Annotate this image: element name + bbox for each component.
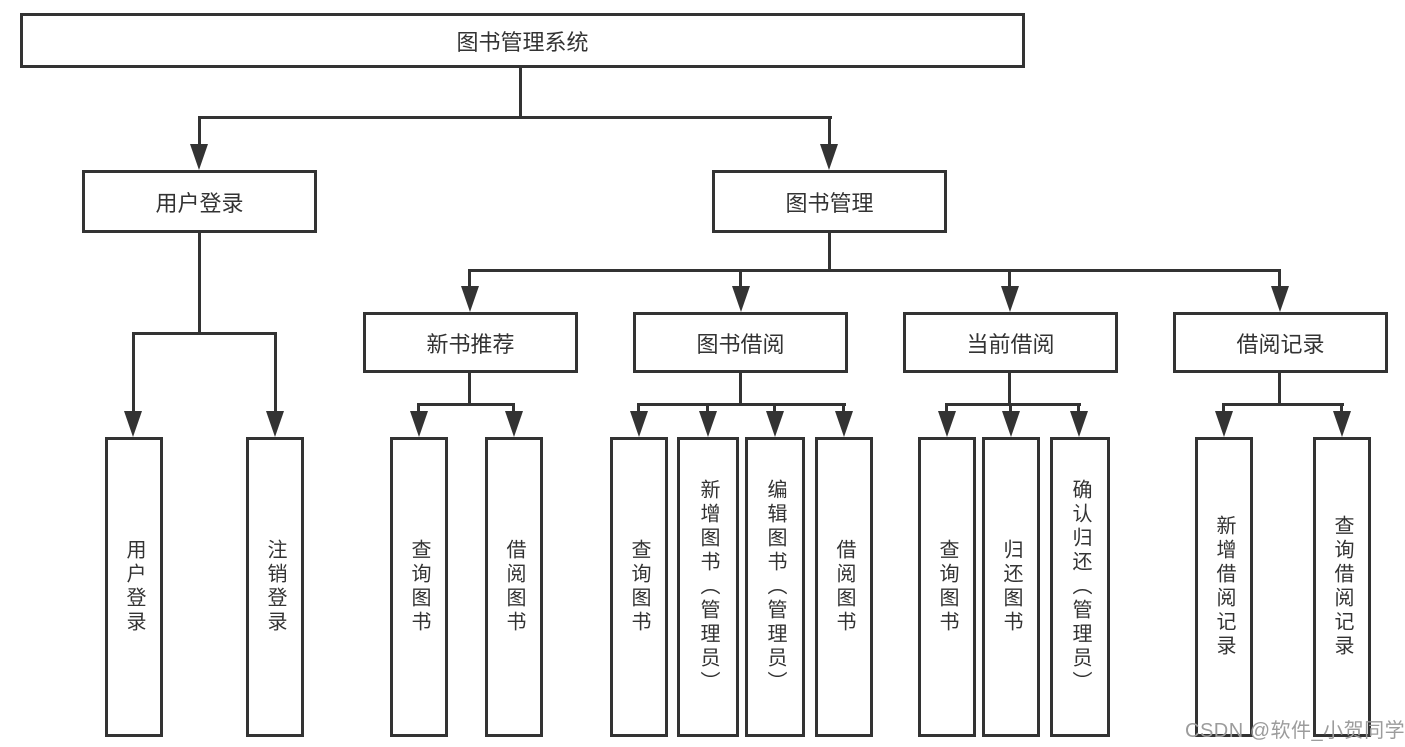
arrow-down-icon (1215, 411, 1233, 437)
arrow-down-icon (732, 286, 750, 312)
leaf-return-books: 归还图书 (982, 437, 1040, 737)
connector-line (417, 403, 515, 406)
connector-line (739, 371, 742, 406)
arrow-down-icon (461, 286, 479, 312)
connector-line (519, 66, 522, 118)
connector-line (828, 116, 831, 146)
arrow-down-icon (124, 411, 142, 437)
leaf-label: 查询图书 (408, 539, 430, 635)
arrow-down-icon (190, 144, 208, 170)
leaf-label: 新增借阅记录 (1213, 515, 1235, 659)
csdn-watermark: CSDN @软件_小贺同学 (1185, 720, 1405, 742)
connector-line (417, 403, 420, 413)
leaf-label: 查询图书 (936, 539, 958, 635)
connector-line (468, 269, 471, 286)
arrow-down-icon (938, 411, 956, 437)
leaf-confirm-return-admin: 确认归还（管理员） (1050, 437, 1110, 737)
arrow-down-icon (835, 411, 853, 437)
node-label: 图书管理 (785, 190, 874, 216)
leaf-add-books-admin: 新增图书（管理员） (677, 437, 739, 737)
connector-line (1278, 269, 1281, 286)
connector-line (198, 231, 201, 335)
arrow-down-icon (1333, 411, 1351, 437)
connector-line (274, 332, 277, 411)
connector-line (773, 403, 776, 413)
connector-line (468, 269, 1281, 272)
connector-line (1340, 403, 1343, 413)
leaf-edit-books-admin: 编辑图书（管理员） (745, 437, 805, 737)
connector-line (706, 403, 709, 413)
leaf-label: 查询图书 (628, 539, 650, 635)
arrow-down-icon (266, 411, 284, 437)
arrow-down-icon (766, 411, 784, 437)
arrow-down-icon (820, 144, 838, 170)
node-book-borrowing: 图书借阅 (633, 312, 848, 373)
arrow-down-icon (410, 411, 428, 437)
leaf-borrow-books: 借阅图书 (815, 437, 873, 737)
leaf-label: 用户登录 (123, 539, 145, 635)
node-new-book-recommend: 新书推荐 (363, 312, 578, 373)
connector-line (637, 403, 640, 413)
leaf-label: 确认归还（管理员） (1069, 479, 1091, 695)
connector-line (1222, 403, 1225, 413)
node-current-borrowing: 当前借阅 (903, 312, 1118, 373)
leaf-query-books-borrowing: 查询图书 (610, 437, 668, 737)
connector-line (1077, 403, 1080, 413)
connector-line (468, 371, 471, 406)
leaf-logout: 注销登录 (246, 437, 304, 737)
connector-line (512, 403, 515, 413)
arrow-down-icon (699, 411, 717, 437)
leaf-query-books-recommend: 查询图书 (390, 437, 448, 737)
connector-line (198, 116, 832, 119)
connector-line (132, 332, 135, 411)
connector-line (739, 269, 742, 286)
connector-line (842, 403, 845, 413)
arrow-down-icon (1002, 411, 1020, 437)
connector-line (1008, 371, 1011, 406)
leaf-label: 借阅图书 (833, 539, 855, 635)
leaf-label: 归还图书 (1000, 539, 1022, 635)
leaf-label: 编辑图书（管理员） (764, 479, 786, 695)
connector-line (1009, 403, 1012, 413)
node-label: 用户登录 (155, 190, 244, 216)
node-book-management: 图书管理 (712, 170, 947, 233)
connector-line (1008, 269, 1011, 286)
leaf-borrow-books-recommend: 借阅图书 (485, 437, 543, 737)
connector-line (637, 403, 846, 406)
arrow-down-icon (505, 411, 523, 437)
leaf-label: 注销登录 (264, 539, 286, 635)
arrow-down-icon (630, 411, 648, 437)
connector-line (132, 332, 277, 335)
leaf-query-books-current: 查询图书 (918, 437, 976, 737)
node-library-system: 图书管理系统 (20, 13, 1025, 68)
leaf-label: 借阅图书 (503, 539, 525, 635)
node-label: 当前借阅 (966, 331, 1055, 357)
node-label: 图书借阅 (696, 331, 785, 357)
connector-line (198, 116, 201, 146)
leaf-user-login: 用户登录 (105, 437, 163, 737)
arrow-down-icon (1271, 286, 1289, 312)
connector-line (1278, 371, 1281, 406)
connector-line (828, 231, 831, 272)
connector-line (945, 403, 1081, 406)
leaf-label: 新增图书（管理员） (697, 479, 719, 695)
node-label: 新书推荐 (426, 331, 515, 357)
connector-line (945, 403, 948, 413)
arrow-down-icon (1070, 411, 1088, 437)
arrow-down-icon (1001, 286, 1019, 312)
node-label: 图书管理系统 (456, 29, 589, 55)
leaf-add-borrow-record: 新增借阅记录 (1195, 437, 1253, 737)
leaf-label: 查询借阅记录 (1331, 515, 1353, 659)
node-user-login: 用户登录 (82, 170, 317, 233)
connector-line (1222, 403, 1344, 406)
node-borrow-records: 借阅记录 (1173, 312, 1388, 373)
node-label: 借阅记录 (1236, 331, 1325, 357)
leaf-query-borrow-record: 查询借阅记录 (1313, 437, 1371, 737)
